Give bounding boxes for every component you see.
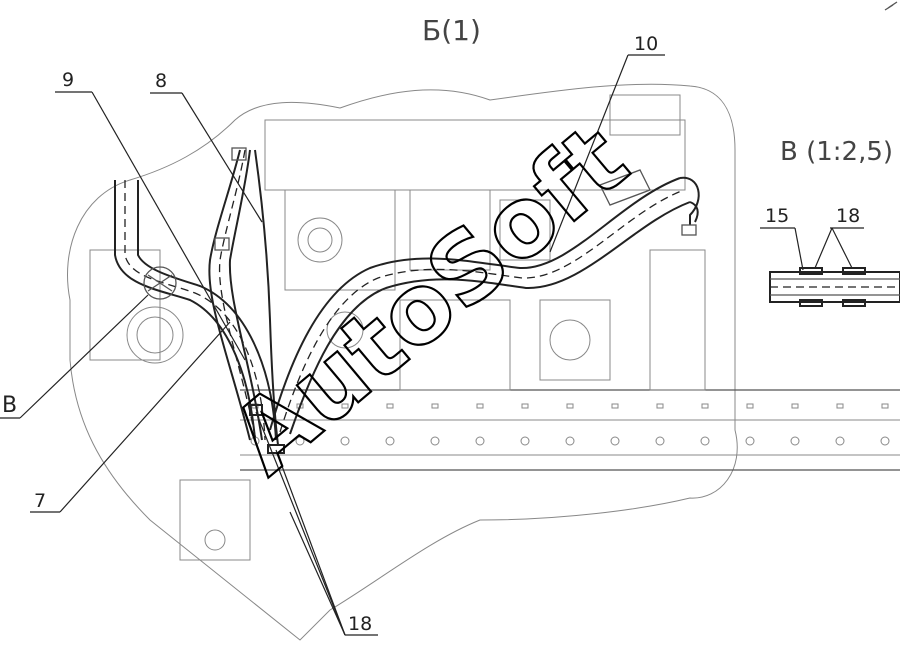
frame-hole bbox=[520, 436, 530, 446]
frame-hole bbox=[610, 436, 620, 446]
frame-hole bbox=[835, 436, 845, 446]
frame-slot bbox=[566, 403, 574, 409]
frame-slot bbox=[611, 403, 619, 409]
frame-hole bbox=[790, 436, 800, 446]
detail-view-hose-section bbox=[769, 267, 900, 307]
callout-15-detail: 15 bbox=[765, 205, 789, 227]
frame-slot bbox=[746, 403, 754, 409]
callout-10: 10 bbox=[634, 33, 658, 55]
frame-hole bbox=[340, 436, 350, 446]
frame-slot bbox=[791, 403, 799, 409]
frame-hole bbox=[385, 436, 395, 446]
frame-slot bbox=[386, 403, 394, 409]
watermark-text: AutoSoft bbox=[211, 103, 649, 496]
frame-slot bbox=[881, 403, 889, 409]
frame-slot bbox=[656, 403, 664, 409]
callout-18-detail: 18 bbox=[836, 205, 860, 227]
frame-slot bbox=[521, 403, 529, 409]
frame-slot bbox=[431, 403, 439, 409]
detail-title: В (1:2,5) bbox=[780, 137, 893, 167]
frame-hole bbox=[430, 436, 440, 446]
frame-slot bbox=[341, 403, 349, 409]
frame-hole bbox=[745, 436, 755, 446]
callout-7: 7 bbox=[34, 490, 46, 512]
clamps bbox=[214, 147, 285, 454]
frame-hole bbox=[880, 436, 890, 446]
hose-pipes bbox=[114, 149, 700, 446]
frame-rail bbox=[240, 389, 900, 471]
corner-mark bbox=[884, 1, 898, 11]
callout-9: 9 bbox=[62, 69, 74, 91]
callout-B: В bbox=[2, 393, 17, 418]
leader-lines bbox=[0, 54, 864, 636]
frame-holes bbox=[250, 403, 890, 446]
frame-slot bbox=[476, 403, 484, 409]
frame-hole bbox=[565, 436, 575, 446]
frame-hole bbox=[655, 436, 665, 446]
callout-18-bottom: 18 bbox=[348, 613, 372, 635]
frame-hole bbox=[295, 436, 305, 446]
engine-outline bbox=[67, 83, 738, 641]
frame-slot bbox=[836, 403, 844, 409]
frame-hole bbox=[700, 436, 710, 446]
view-title: Б(1) bbox=[422, 14, 481, 47]
frame-hole bbox=[475, 436, 485, 446]
frame-slot bbox=[701, 403, 709, 409]
callout-8: 8 bbox=[155, 70, 167, 92]
